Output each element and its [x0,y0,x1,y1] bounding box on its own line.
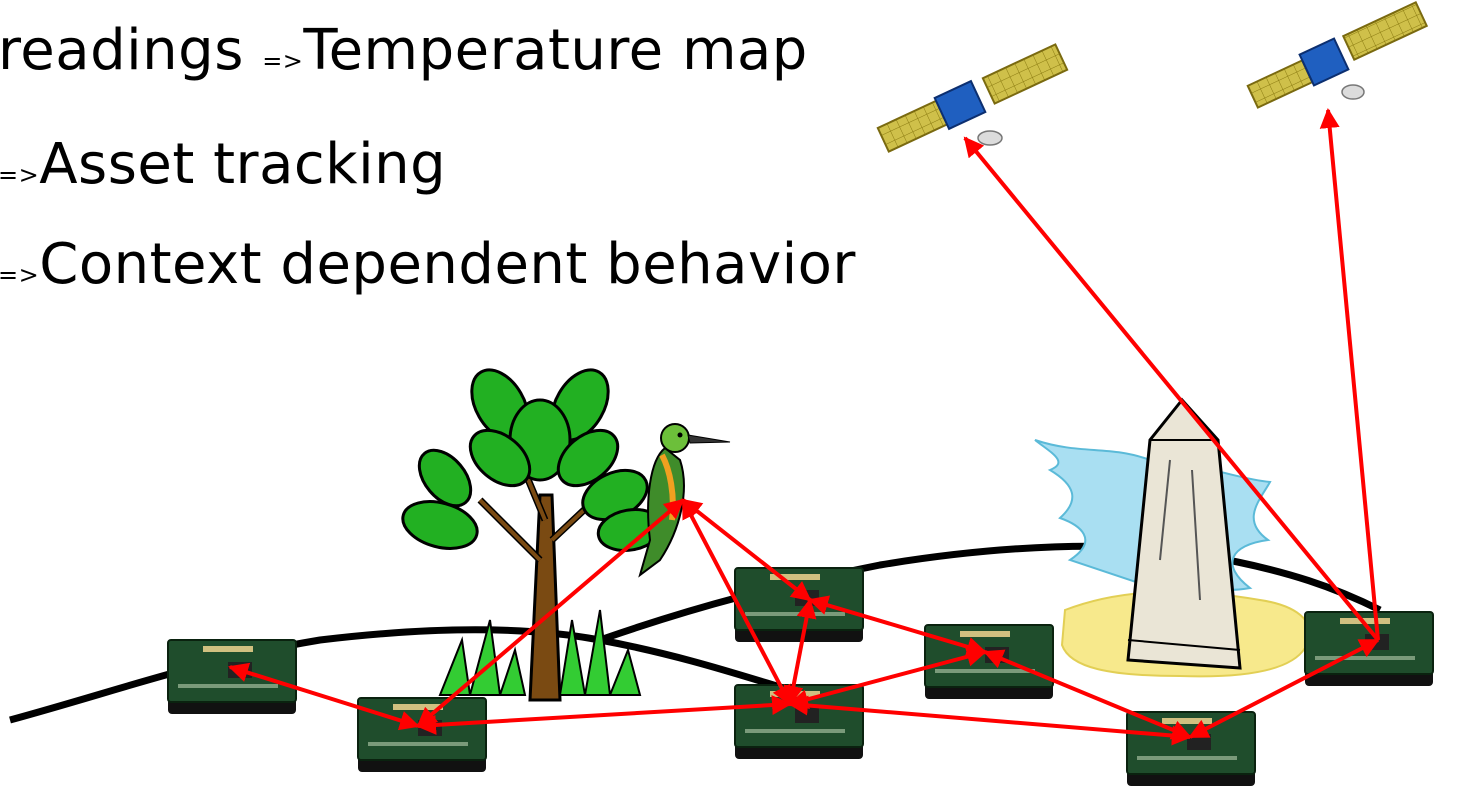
bullet-text: Context dependent behavior [39,232,856,297]
implies-arrow: => [0,261,40,289]
link [1188,638,1380,739]
link [416,498,685,728]
link [983,649,1192,740]
satellite-left [876,43,1069,153]
link [681,498,792,706]
tree-trunk [528,493,562,702]
link [963,136,1380,642]
sensor-node-1 [167,639,297,714]
sensor-node-7 [1304,611,1434,686]
bullet-text: Asset tracking [39,132,447,197]
bullet-asset-tracking: =>Asset tracking [0,132,446,197]
link [228,662,420,731]
bullet-list: readings =>Temperature map =>Asset track… [0,0,1000,300]
sensor-node-2 [357,697,487,772]
communication-links [228,108,1380,746]
link [1319,108,1380,641]
implies-arrow: => [262,47,304,75]
monument-illustration [1034,397,1311,678]
implies-arrow: => [0,161,40,189]
bullet-temperature-map: readings =>Temperature map [0,18,808,83]
satellite-right [1246,0,1429,109]
sensor-node-6 [1126,711,1256,786]
bullet-context-behavior: =>Context dependent behavior [0,232,856,297]
tree-leaves [401,368,664,552]
link [416,695,792,735]
bullet-prefix: readings [0,18,263,83]
link [788,646,987,710]
bullet-text: Temperature map [303,18,808,83]
sensor-node-4 [734,684,864,759]
tree-illustration [401,368,664,702]
bird-beak [687,434,731,444]
link [808,595,987,657]
sensor-node-3 [734,567,864,642]
